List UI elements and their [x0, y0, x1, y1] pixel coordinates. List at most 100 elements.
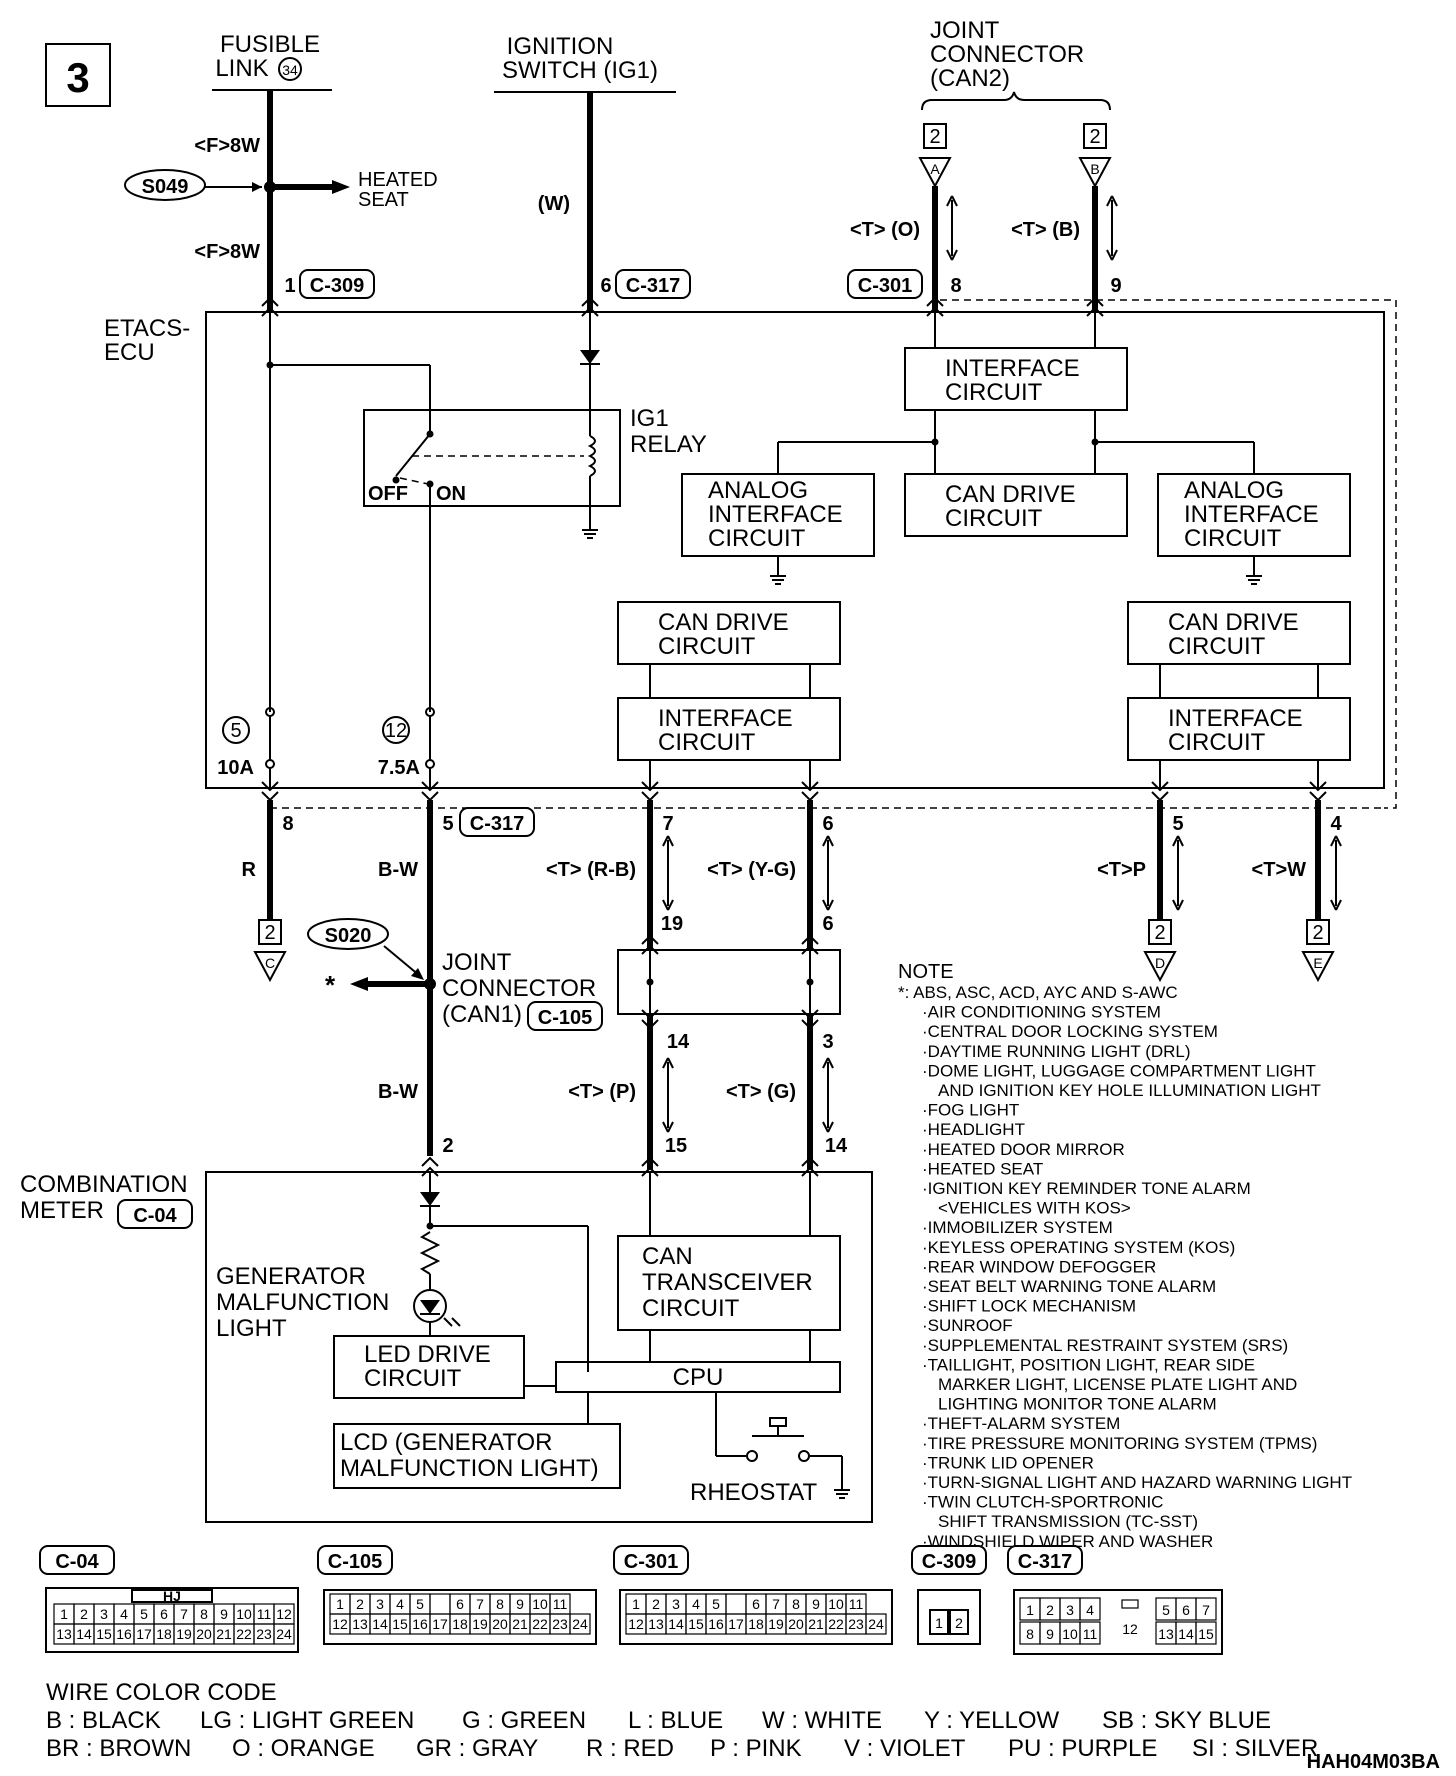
star-arrow	[350, 977, 368, 991]
marker-c-letter: C	[265, 955, 275, 971]
interface-right-label-1: INTERFACE	[1168, 705, 1303, 732]
s020-pointer	[383, 945, 421, 977]
can-drive-mid-label-1: CAN DRIVE	[945, 481, 1076, 508]
connector-pin: 22	[236, 1626, 252, 1642]
wire-label-r: R	[242, 859, 257, 881]
wire-color-entry: R : RED	[586, 1735, 674, 1762]
ground-relay	[582, 529, 598, 539]
wire-color-entry: SB : SKY BLUE	[1102, 1707, 1271, 1734]
connector-pin: 8	[1026, 1626, 1034, 1642]
c309-face-label: C-309	[922, 1551, 976, 1573]
interface-left-label-2: CIRCUIT	[658, 729, 756, 756]
connector-pin: 19	[768, 1616, 784, 1632]
marker-a-num: 2	[929, 126, 940, 148]
connector-cell	[569, 1613, 591, 1635]
led-emission	[443, 1317, 461, 1327]
c04-face-outline	[45, 1587, 299, 1653]
marker-b-box	[1083, 123, 1107, 149]
note-item: *: ABS, ASC, ACD, AYC AND S-AWC	[898, 983, 1178, 1002]
note-item: ·THEFT-ALARM SYSTEM	[922, 1414, 1120, 1433]
joint-connector-can1-box	[617, 949, 841, 1015]
rheostat-label: RHEOSTAT	[690, 1479, 817, 1506]
connector-pin: 1	[1026, 1602, 1034, 1618]
connector-pin: 1	[336, 1596, 344, 1612]
connector-pin: 20	[196, 1626, 212, 1642]
connector-pin: 10	[236, 1606, 252, 1622]
connector-pin: 2	[356, 1596, 364, 1612]
connector-pin: 21	[216, 1626, 232, 1642]
ig1-relay-label-1: IG1	[630, 405, 669, 432]
connector-pin: 9	[516, 1596, 524, 1612]
analog-right-label-3: CIRCUIT	[1184, 525, 1282, 552]
connector-cell	[429, 1593, 451, 1615]
etacs-ecu-box	[205, 311, 1385, 789]
connector-pin: 4	[692, 1596, 700, 1612]
interface-circuit-right	[1127, 697, 1351, 761]
relay-switch-arm	[395, 433, 431, 477]
note-item: <VEHICLES WITH KOS>	[938, 1199, 1131, 1218]
interface-top-label-1: INTERFACE	[945, 355, 1080, 382]
pin-6-bottom: 6	[822, 813, 833, 835]
connector-pin: 18	[452, 1616, 468, 1632]
note-item: ·IMMOBILIZER SYSTEM	[922, 1218, 1113, 1237]
can2-brace	[921, 91, 1111, 111]
connector-pin: 12	[332, 1616, 348, 1632]
wire-label-t-p-right: <T>P	[1097, 859, 1146, 881]
connector-pin: 11	[849, 1596, 864, 1612]
relay-off-label: OFF	[368, 483, 408, 505]
c04-face-label-box	[39, 1545, 115, 1575]
splice-s020-oval	[307, 918, 389, 950]
wire-color-code-title: WIRE COLOR CODE	[46, 1679, 277, 1706]
connector-pin: 10	[828, 1596, 844, 1612]
note-item: SHIFT TRANSMISSION (TC-SST)	[938, 1512, 1198, 1531]
ecu-dashed-extent	[1384, 299, 1397, 809]
connector-pin: 5	[712, 1596, 720, 1612]
wire-label-t-p: <T> (P)	[568, 1081, 636, 1103]
conn-ref-c317-bottom-label: C-317	[470, 813, 524, 835]
connector-pin: 10	[532, 1596, 548, 1612]
connector-pin: 17	[432, 1616, 448, 1632]
connector-pin: 17	[136, 1626, 152, 1642]
connector-pin: 12	[628, 1616, 644, 1632]
c309-face-outline	[917, 1589, 981, 1645]
connector-pin: 11	[553, 1596, 568, 1612]
connector-pin: 19	[176, 1626, 192, 1642]
c105-face-label: C-105	[328, 1551, 382, 1573]
connector-pin: 6	[1182, 1602, 1190, 1618]
wire-color-entry: B : BLACK	[46, 1707, 161, 1734]
connector-pin: 1	[632, 1596, 640, 1612]
connector-pin: 9	[1046, 1626, 1054, 1642]
connector-pin: 6	[456, 1596, 464, 1612]
pin-19: 19	[661, 913, 683, 935]
conn-ref-c317-top-label: C-317	[626, 275, 680, 297]
wire-label-t-w-right: <T>W	[1252, 859, 1307, 881]
connector-cell	[725, 1593, 747, 1615]
connector-cell	[1079, 1621, 1101, 1645]
ignition-label-1: IGNITION	[507, 33, 614, 60]
note-item: ·KEYLESS OPERATING SYSTEM (KOS)	[922, 1238, 1235, 1257]
ignition-label-2: SWITCH (IG1)	[502, 57, 658, 84]
connector-pin: 3	[100, 1606, 108, 1622]
conn-ref-c317-bottom	[459, 807, 535, 837]
connector-pin: 16	[412, 1616, 428, 1632]
wire-label-f8w-top: <F>8W	[194, 135, 260, 157]
led-drive-label-2: CIRCUIT	[364, 1365, 462, 1392]
note-item: ·FOG LIGHT	[922, 1101, 1019, 1120]
conn-ref-c04	[117, 1199, 193, 1229]
connector-pin: 8	[792, 1596, 800, 1612]
splice-s020-label: S020	[325, 925, 372, 947]
can-drive-left-label-2: CIRCUIT	[658, 633, 756, 660]
pin-1: 1	[284, 275, 295, 297]
fusible-label-2: LINK	[215, 55, 268, 82]
note-item: ·TIRE PRESSURE MONITORING SYSTEM (TPMS)	[922, 1434, 1317, 1453]
interface-circuit-left	[617, 697, 841, 761]
connector-pin: 22	[828, 1616, 844, 1632]
note-title: NOTE	[898, 961, 954, 983]
page-number: 3	[66, 54, 89, 101]
conn-ref-c309-label: C-309	[310, 275, 364, 297]
c317-center-pin: 12	[1122, 1621, 1138, 1637]
marker-b: 2 B	[1078, 123, 1112, 189]
fusible-number-circle	[278, 57, 302, 81]
